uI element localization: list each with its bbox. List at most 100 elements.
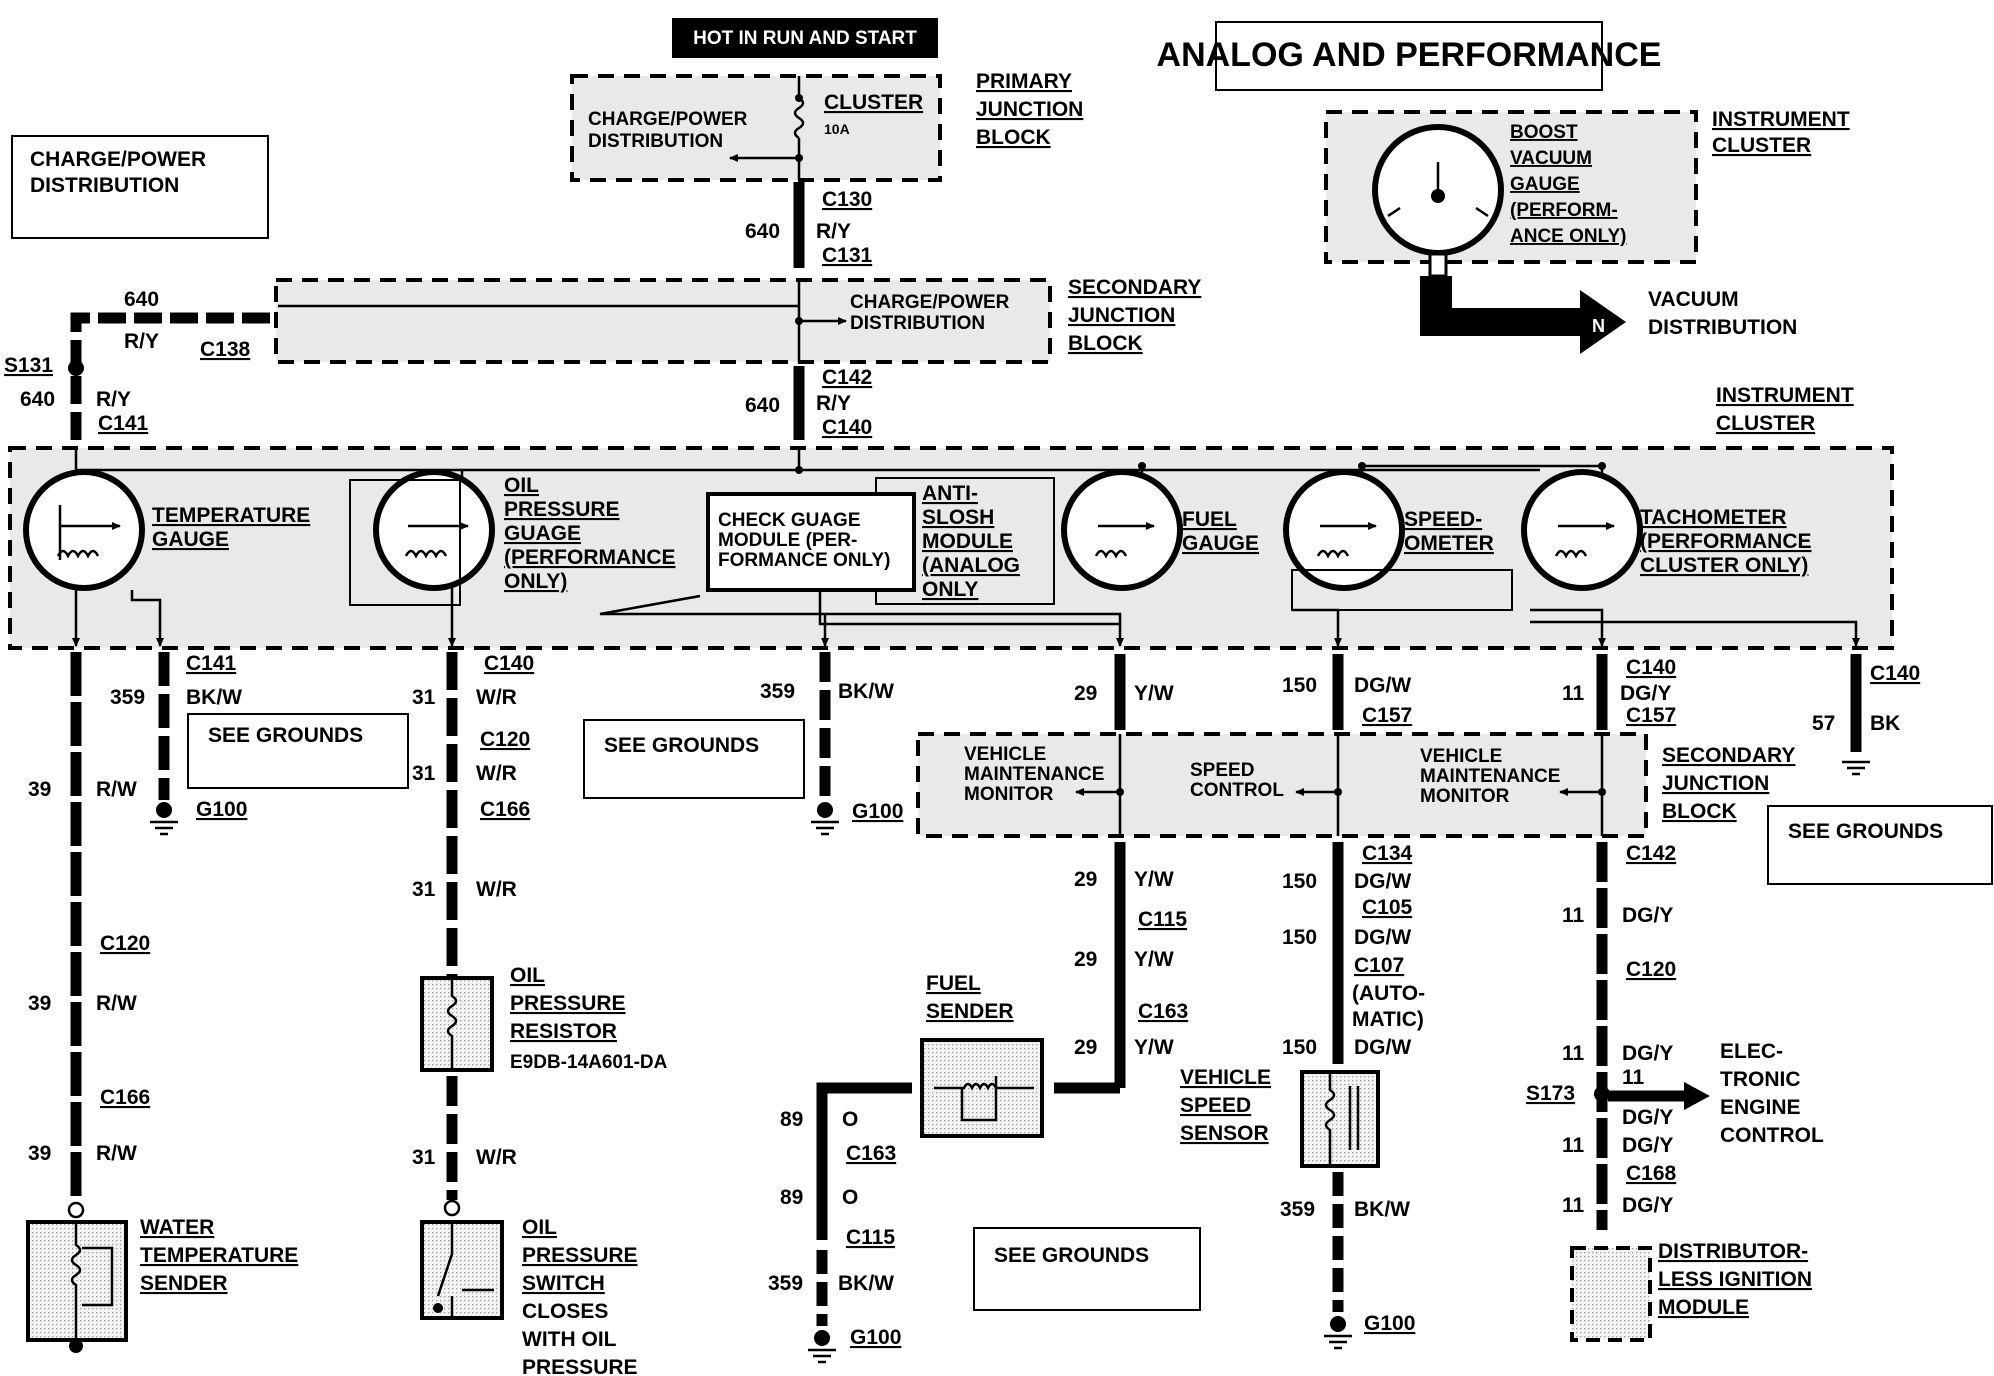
- conn-c157-b: C157: [1626, 704, 1676, 727]
- oil-pressure-switch[interactable]: [420, 1220, 504, 1320]
- wire-bkw-b: BK/W: [838, 680, 894, 703]
- wire-dgw-d: DG/W: [1354, 1036, 1411, 1059]
- text-line: MODULE (PER-: [718, 530, 857, 551]
- splice-s173: [1594, 1086, 1610, 1102]
- text-line: TACHOMETER: [1640, 506, 1787, 529]
- text-line: WATER: [140, 1216, 214, 1239]
- text-line: DISTRIBUTION: [30, 174, 179, 197]
- see-grounds-1: SEE GROUNDS: [208, 724, 363, 747]
- wire-359-label-c: 359: [768, 1272, 803, 1295]
- text-line: CONTROL: [1720, 1124, 1824, 1147]
- text-line: LESS IGNITION: [1658, 1268, 1812, 1291]
- text-line: OIL: [522, 1216, 557, 1239]
- speed-sensor-icon: [1324, 1072, 1336, 1166]
- text-line: JUNCTION: [976, 98, 1083, 121]
- oil-pressure-resistor[interactable]: [420, 976, 494, 1072]
- conn-g100-c: G100: [850, 1326, 901, 1349]
- wire-640-a: 640: [745, 220, 780, 243]
- wire-31-d: 31: [412, 1146, 436, 1169]
- wire-31-c: 31: [412, 878, 436, 901]
- conn-c166-b: C166: [480, 798, 530, 821]
- see-grounds-box-1[interactable]: [187, 713, 409, 789]
- conn-c131: C131: [822, 244, 873, 267]
- fuse-icon: [793, 96, 805, 140]
- secondary-junction-block-bottom: [916, 732, 1648, 838]
- wire-29-c: 29: [1074, 948, 1097, 971]
- conn-c142-b: C142: [1626, 842, 1676, 865]
- automatic-note: (AUTO-MATIC): [1352, 982, 1425, 1031]
- text-line: CHARGE/POWER: [30, 148, 206, 171]
- wire-o-b: O: [842, 1186, 858, 1209]
- text-line: SECONDARY: [1662, 744, 1795, 767]
- conn-s173: S173: [1526, 1082, 1575, 1105]
- text-line: ONLY): [504, 570, 567, 593]
- conn-c140-top: C140: [822, 416, 872, 439]
- text-line: VACUUM: [1648, 288, 1739, 311]
- conn-c138: C138: [200, 338, 251, 361]
- distributorless-ignition-module[interactable]: [1570, 1246, 1652, 1342]
- text-line: TEMPERATURE: [152, 504, 310, 527]
- conn-c141-bottom: C141: [186, 652, 237, 675]
- text-line: VEHICLE: [1180, 1066, 1271, 1089]
- wire-yw-d: Y/W: [1134, 1036, 1174, 1059]
- fuse-name: CLUSTER: [824, 91, 923, 114]
- check-gauge-module-box[interactable]: [706, 492, 916, 592]
- wire-wr-b: W/R: [476, 762, 517, 785]
- conn-g100-a: G100: [196, 798, 247, 821]
- wire-bk-label: BK: [1870, 712, 1900, 735]
- fuse-rating: 10A: [824, 121, 850, 137]
- conn-c163-b: C163: [846, 1142, 896, 1165]
- text-line: ONLY: [922, 578, 978, 601]
- speedometer-label: SPEED-OMETER: [1404, 508, 1494, 555]
- text-line: PRESSURE: [522, 1356, 638, 1376]
- charge-power-box: [11, 135, 269, 239]
- wire-wr-c: W/R: [476, 878, 517, 901]
- text-line: VACUUM: [1510, 148, 1592, 169]
- see-grounds-box-2[interactable]: [583, 719, 805, 799]
- text-line: (PERFORMANCE: [1640, 530, 1812, 553]
- wire-ry-b: R/Y: [124, 330, 159, 353]
- see-grounds-box-3[interactable]: [973, 1227, 1201, 1311]
- text-line: ELEC-: [1720, 1040, 1783, 1063]
- wire-bkw-d: BK/W: [1354, 1198, 1410, 1221]
- text-line: INSTRUMENT: [1716, 384, 1854, 407]
- water-temp-sensor-icon: [70, 1222, 82, 1340]
- wire-89-b: 89: [780, 1186, 803, 1209]
- conn-c141-top: C141: [98, 412, 149, 435]
- text-line: SPEED: [1190, 760, 1254, 781]
- vacuum-arrow-letter: N: [1592, 316, 1605, 336]
- text-line: GAUGE: [1510, 174, 1580, 195]
- wire-150-a: 150: [1282, 674, 1317, 697]
- conn-c140-c: C140: [1870, 662, 1920, 685]
- wire-29-b: 29: [1074, 868, 1097, 891]
- text-line: TRONIC: [1720, 1068, 1801, 1091]
- see-grounds-box-4[interactable]: [1767, 805, 1993, 885]
- wire-dgy-d: DG/Y: [1622, 1106, 1673, 1129]
- text-line: CLOSES: [522, 1300, 608, 1323]
- primary-junction-block: [570, 74, 942, 182]
- wire-dgy-e: DG/Y: [1622, 1134, 1673, 1157]
- text-line: MAINTENANCE: [1420, 766, 1560, 787]
- conn-c120-a: C120: [100, 932, 150, 955]
- text-line: SENDER: [926, 1000, 1014, 1023]
- text-line: MODULE: [1658, 1296, 1749, 1319]
- wire-o-a: O: [842, 1108, 858, 1131]
- conn-c140-b: C140: [1626, 656, 1676, 679]
- text-line: DISTRIBUTION: [588, 131, 723, 152]
- conn-s131: S131: [4, 354, 53, 377]
- conn-c115-a: C115: [1138, 908, 1187, 931]
- text-line: GAUGE: [152, 528, 229, 551]
- vehicle-speed-sensor[interactable]: [1300, 1070, 1380, 1168]
- wire-wr-d: W/R: [476, 1146, 517, 1169]
